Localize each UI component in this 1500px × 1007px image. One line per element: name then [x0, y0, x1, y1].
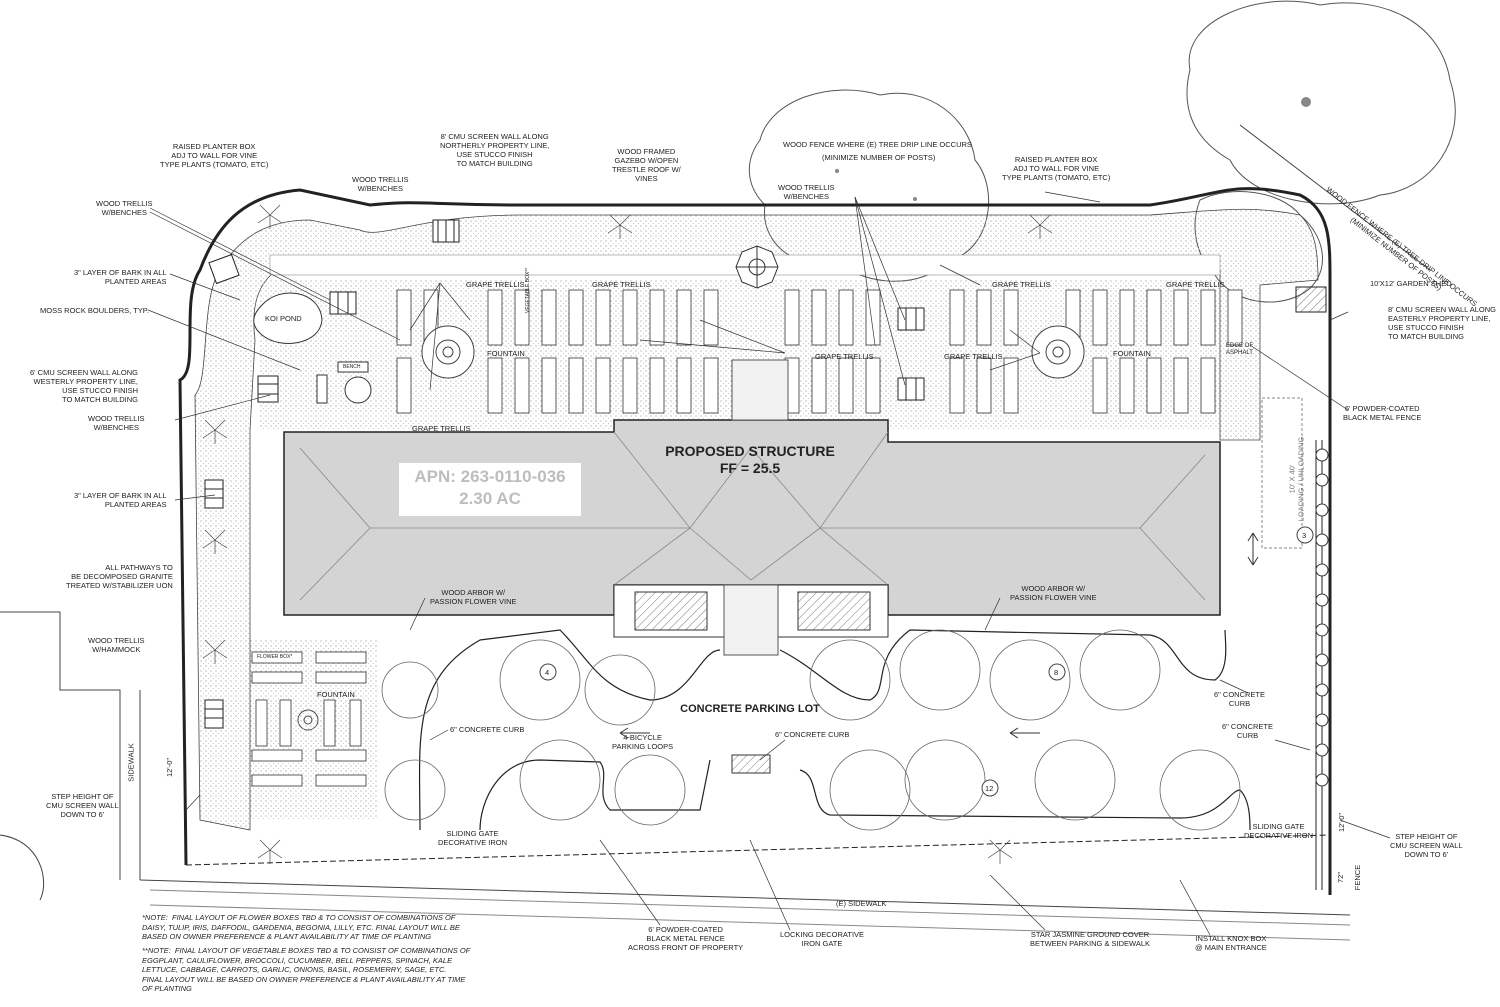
- label-cmu-north: 8' CMU SCREEN WALL ALONG NORTHERLY PROPE…: [440, 132, 550, 168]
- label-sidewalk-west: SIDEWALK: [126, 743, 136, 782]
- note-vegetable-boxes: **NOTE: FINAL LAYOUT OF VEGETABLE BOXES …: [142, 946, 471, 993]
- structure-title: PROPOSED STRUCTURE FF = 25.5: [600, 443, 900, 477]
- label-stall-4: 4: [545, 668, 550, 677]
- label-arbor-east: WOOD ARBOR W/ PASSION FLOWER VINE: [1010, 584, 1097, 602]
- apn-acreage: 2.30 AC: [459, 489, 521, 508]
- stall-markers: [539, 526, 1314, 797]
- flower-boxes-west: [251, 651, 367, 787]
- hedge-circles: [1315, 448, 1329, 787]
- bench-symbol: [337, 361, 369, 373]
- label-fence-vertical: FENCE: [1353, 864, 1363, 891]
- label-grape-trellis: GRAPE TRELLIS: [944, 352, 1003, 361]
- label-hammock: WOOD TRELLIS W/HAMMOCK: [88, 636, 145, 654]
- gazebo-symbol: [735, 245, 779, 289]
- label-dim-12-west: 12'-0": [165, 757, 175, 778]
- structure-ff: FF = 25.5: [719, 460, 781, 476]
- label-bark-2: 3" LAYER OF BARK IN ALL PLANTED AREAS: [74, 491, 167, 509]
- label-arbor-west: WOOD ARBOR W/ PASSION FLOWER VINE: [430, 588, 517, 606]
- label-bench: BENCH: [343, 364, 361, 370]
- label-koi-pond: KOI POND: [265, 314, 302, 323]
- leader-lines: [147, 191, 1391, 936]
- garden-shed: [1295, 286, 1327, 313]
- label-gate-west: SLIDING GATE DECORATIVE IRON: [438, 829, 508, 847]
- label-bike-loops: 4-BICYCLE PARKING LOOPS: [612, 733, 674, 751]
- label-trellis-benches-mid: WOOD TRELLIS W/BENCHES: [778, 183, 835, 201]
- entry-walk: [723, 584, 779, 656]
- label-flower-box: FLOWER BOX*: [257, 654, 293, 660]
- koi-pond-outline: [253, 292, 323, 344]
- label-dim-12-east: 12'-0": [1337, 812, 1347, 833]
- label-pathways: ALL PATHWAYS TO BE DECOMPOSED GRANITE TR…: [66, 563, 173, 590]
- label-cmu-east: 8' CMU SCREEN WALL ALONG EASTERLY PROPER…: [1388, 305, 1496, 341]
- label-trellis-benches-nw: WOOD TRELLIS W/BENCHES: [96, 199, 153, 217]
- roof-lines: [299, 431, 1206, 601]
- box-row-north: [396, 289, 1243, 346]
- structure-name: PROPOSED STRUCTURE: [665, 443, 835, 459]
- label-knox-box: INSTALL KNOX BOX @ MAIN ENTRANCE: [1195, 934, 1267, 952]
- umbrella-symbol: [344, 376, 372, 404]
- label-fence-drip: WOOD FENCE WHERE (E) TREE DRIP LINE OCCU…: [783, 140, 972, 149]
- label-vegetable-box: VEGETABLE BOX**: [525, 267, 531, 313]
- porch-areas: [613, 584, 889, 638]
- label-grape-trellis: GRAPE TRELLIS: [412, 424, 471, 433]
- label-stall-12: 12: [985, 784, 994, 793]
- label-curb-west: 6" CONCRETE CURB: [450, 725, 525, 734]
- label-fountain: FOUNTAIN: [487, 349, 525, 358]
- label-curb-east-2: 6" CONCRETE CURB: [1222, 722, 1274, 740]
- label-asphalt: EDGE OF ASPHALT: [1226, 343, 1254, 356]
- label-stall-3: 3: [1302, 531, 1307, 540]
- label-garden-shed: 10'x12' GARDEN SHED: [1370, 279, 1452, 288]
- label-dim-72: 72": [1336, 871, 1346, 884]
- label-curb-east-1: 6" CONCRETE CURB: [1214, 690, 1266, 708]
- box-row-south: [396, 357, 1216, 414]
- bench-symbol: [316, 374, 328, 404]
- label-powder-fence-south: 6' POWDER-COATED BLACK METAL FENCE ACROS…: [628, 925, 744, 952]
- trellis-symbols: [204, 219, 925, 729]
- label-cmu-west: 6' CMU SCREEN WALL ALONG WESTERLY PROPER…: [30, 368, 138, 404]
- label-step-east: STEP HEIGHT OF CMU SCREEN WALL DOWN TO 6…: [1390, 832, 1463, 859]
- label-grape-trellis: GRAPE TRELLIS: [815, 352, 874, 361]
- parking-trees: [381, 629, 1241, 831]
- label-grape-trellis: GRAPE TRELLIS: [592, 280, 651, 289]
- label-trellis-benches-west: WOOD TRELLIS W/BENCHES: [88, 414, 145, 432]
- label-fountain: FOUNTAIN: [1113, 349, 1151, 358]
- label-raised-planter-east: RAISED PLANTER BOX ADJ TO WALL FOR VINE …: [1002, 155, 1111, 182]
- label-gate-east: SLIDING GATE DECORATIVE IRON: [1244, 822, 1314, 840]
- label-curb-mid: 6" CONCRETE CURB: [775, 730, 850, 739]
- label-fountain: FOUNTAIN: [317, 690, 355, 699]
- label-raised-planter-west: RAISED PLANTER BOX ADJ TO WALL FOR VINE …: [160, 142, 269, 169]
- south-fence: [185, 834, 1331, 866]
- label-star-jasmine: STAR JASMINE GROUND COVER BETWEEN PARKIN…: [1030, 930, 1151, 948]
- palm-symbols: [202, 204, 1053, 864]
- label-step-west: STEP HEIGHT OF CMU SCREEN WALL DOWN TO 6…: [46, 792, 119, 819]
- label-loading: 10' x 40' LOADING / UNLOADING: [1287, 436, 1306, 522]
- label-bark-1: 3" LAYER OF BARK IN ALL PLANTED AREAS: [74, 268, 167, 286]
- label-grape-trellis: GRAPE TRELLIS: [466, 280, 525, 289]
- parking-lot-label: CONCRETE PARKING LOT: [680, 703, 820, 715]
- north-entry: [731, 359, 789, 421]
- label-grape-trellis: GRAPE TRELLIS: [1166, 280, 1225, 289]
- bike-loop-pad: [731, 754, 771, 774]
- note-flower-boxes: *NOTE: FINAL LAYOUT OF FLOWER BOXES TBD …: [142, 913, 460, 941]
- parking-curbs: [418, 629, 1251, 831]
- label-locking-gate: LOCKING DECORATIVE IRON GATE: [780, 930, 865, 948]
- label-grape-trellis: GRAPE TRELLIS: [992, 280, 1051, 289]
- apn-number: APN: 263-0110-036: [414, 467, 566, 486]
- travel-arrows: [619, 532, 1259, 739]
- label-stall-8: 8: [1054, 668, 1059, 677]
- label-gazebo: WOOD FRAMED GAZEBO W/OPEN TRESTLE ROOF W…: [612, 147, 681, 183]
- label-moss-rock: MOSS ROCK BOULDERS, TYP.: [40, 306, 149, 315]
- screen-wall-outline: [178, 187, 1332, 895]
- apn-block: APN: 263-0110-036 2.30 AC: [399, 463, 581, 516]
- loading-zone: [1261, 397, 1303, 549]
- adjacent-street: [0, 611, 1351, 941]
- label-min-posts: (MINIMIZE NUMBER OF POSTS): [822, 153, 936, 162]
- label-powder-fence-east: 6' POWDER-COATED BLACK METAL FENCE: [1343, 404, 1422, 422]
- label-e-sidewalk: (E) SIDEWALK: [836, 899, 887, 908]
- label-trellis-benches-top: WOOD TRELLIS W/BENCHES: [352, 175, 409, 193]
